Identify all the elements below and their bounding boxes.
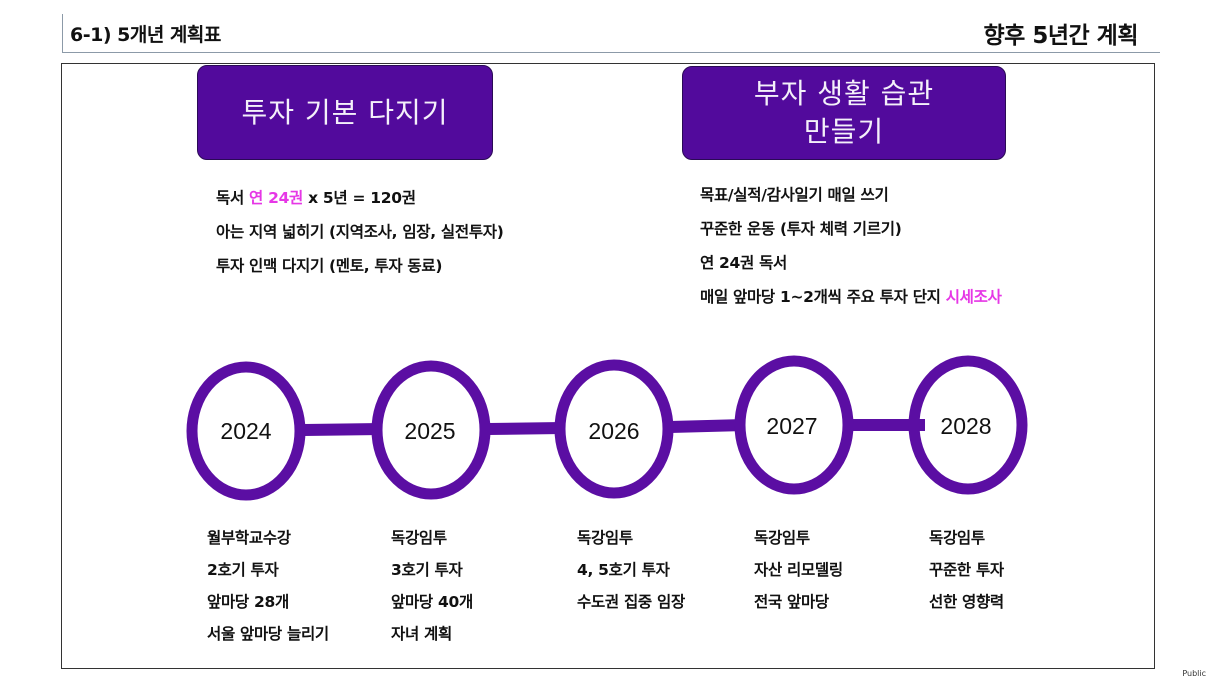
plan-item: 독강임투 (929, 529, 985, 547)
plan-item: 3호기 투자 (391, 561, 463, 579)
goal-item: 꾸준한 운동 (투자 체력 기르기) (700, 220, 902, 238)
plan-item: 서울 앞마당 늘리기 (207, 625, 329, 643)
plan-item: 꾸준한 투자 (929, 561, 1004, 579)
highlight-text: 연 24권 (249, 189, 304, 207)
year-label: 2025 (404, 418, 455, 444)
timeline-connector (669, 419, 746, 433)
banner-investment-basics: 투자 기본 다지기 (197, 65, 493, 160)
goal-item: 연 24권 독서 (700, 254, 788, 272)
plan-item: 4, 5호기 투자 (577, 561, 670, 579)
year-label: 2027 (766, 413, 817, 439)
year-ring (734, 355, 854, 495)
goal-item: 아는 지역 넓히기 (지역조사, 임장, 실전투자) (216, 223, 504, 241)
plan-item: 독강임투 (754, 529, 810, 547)
year-plan-list: 독강임투 4, 5호기 투자 수도권 집중 임장 (577, 522, 685, 618)
plan-item: 2호기 투자 (207, 561, 279, 579)
plan-item: 독강임투 (577, 529, 633, 547)
goal-item: 독서 연 24권 x 5년 = 120권 (216, 189, 416, 207)
highlight-text: 시세조사 (945, 288, 1002, 306)
plan-item: 앞마당 28개 (207, 593, 289, 611)
year-ring (186, 361, 306, 501)
plan-item: 월부학교수강 (207, 529, 291, 547)
year-plan-list: 독강임투 자산 리모델링 전국 앞마당 (754, 522, 843, 618)
plan-item: 선한 영향력 (929, 593, 1004, 611)
header-divider (62, 52, 1160, 53)
goal-item: 투자 인맥 다지기 (멘토, 투자 동료) (216, 257, 443, 275)
plan-item: 수도권 집중 임장 (577, 593, 685, 611)
timeline-connector (487, 422, 564, 435)
goal-item: 매일 앞마당 1~2개씩 주요 투자 단지 시세조사 (700, 288, 1002, 306)
year-plan-list: 독강임투 꾸준한 투자 선한 영향력 (929, 522, 1004, 618)
year-ring (908, 355, 1028, 495)
year-label: 2028 (940, 413, 991, 439)
year-plan-list: 월부학교수강 2호기 투자 앞마당 28개 서울 앞마당 늘리기 (207, 522, 329, 650)
goals-left-list: 독서 연 24권 x 5년 = 120권 아는 지역 넓히기 (지역조사, 임장… (216, 181, 504, 283)
classification-label: Public (1182, 669, 1206, 678)
year-plan-list: 독강임투 3호기 투자 앞마당 40개 자녀 계획 (391, 522, 473, 650)
goal-item: 목표/실적/감사일기 매일 쓰기 (700, 186, 889, 204)
plan-item: 전국 앞마당 (754, 593, 829, 611)
year-label: 2026 (588, 418, 639, 444)
year-label: 2024 (220, 418, 271, 444)
banner-rich-habits: 부자 생활 습관 만들기 (682, 66, 1006, 160)
year-ring (554, 359, 674, 499)
timeline-connector (303, 423, 383, 436)
plan-item: 앞마당 40개 (391, 593, 473, 611)
year-ring (371, 360, 491, 500)
plan-item: 자산 리모델링 (754, 561, 843, 579)
content-frame (61, 63, 1155, 669)
goals-right-list: 목표/실적/감사일기 매일 쓰기 꾸준한 운동 (투자 체력 기르기) 연 24… (700, 178, 1002, 314)
header-divider-vertical (62, 14, 63, 53)
section-title: 6-1) 5개년 계획표 (70, 24, 221, 46)
plan-item: 독강임투 (391, 529, 447, 547)
page-title: 향후 5년간 계획 (983, 23, 1139, 49)
plan-item: 자녀 계획 (391, 625, 452, 643)
